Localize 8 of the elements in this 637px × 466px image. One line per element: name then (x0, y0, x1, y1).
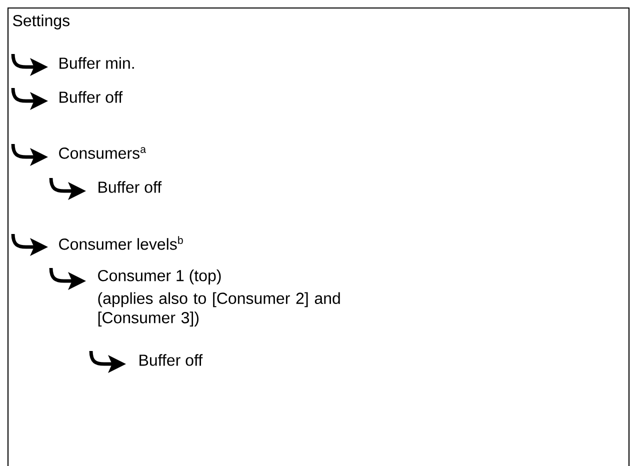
menu-item: Buffer off (60, 91, 123, 103)
menu-item: Consumer levels$^{b}$ (59, 236, 183, 250)
menu-item: Consumer 1 (top) (98, 270, 221, 284)
menu-item: Buffer min. (60, 57, 134, 69)
menu-item: Consumers$^{a}$ (59, 147, 146, 159)
menu-item: Buffer off (140, 354, 203, 366)
note: (applies also to [Consumer 2] and [Consumer 3]) (98, 292, 340, 326)
menu-item: Buffer off (98, 181, 162, 193)
